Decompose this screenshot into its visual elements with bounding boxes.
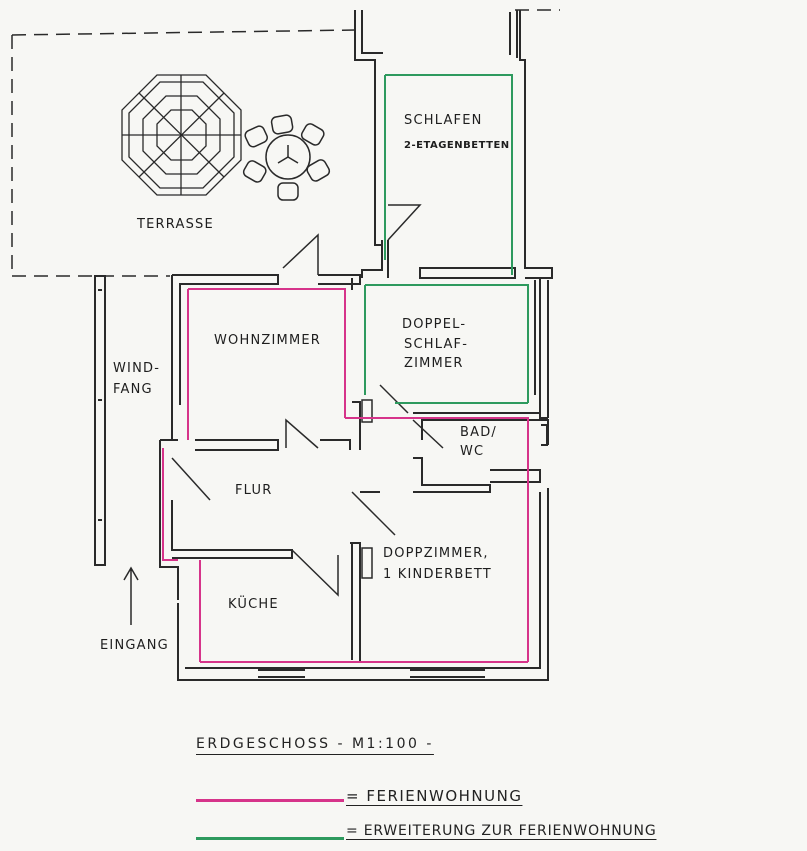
ferienwohnung-outline <box>162 288 529 663</box>
room-label-terrasse: TERRASSE <box>137 217 214 232</box>
walls <box>94 10 553 681</box>
room-label-doppzimmer-1: DOPPZIMMER, <box>383 546 489 561</box>
room-label-flur: FLUR <box>235 483 273 498</box>
room-label-windfang-2: FANG <box>113 382 153 397</box>
room-label-doppelschlafzimmer-1: DOPPEL- <box>402 317 467 332</box>
legend-text-ferienwohnung: = FERIENWOHNUNG <box>346 787 523 805</box>
room-label-schlafen-sub: 2-ETAGENBETTEN <box>404 140 510 151</box>
room-label-bad-1: BAD/ <box>460 425 498 440</box>
legend-swatch-erweiterung <box>196 837 344 840</box>
umbrella-icon <box>121 74 242 196</box>
plan-title: ERDGESCHOSS - M1:100 - <box>196 736 434 752</box>
room-label-wohnzimmer: WOHNZIMMER <box>214 333 322 348</box>
label-eingang: EINGANG <box>100 638 169 653</box>
room-label-doppelschlafzimmer-2: SCHLAF- <box>404 337 469 352</box>
legend-swatch-ferienwohnung <box>196 799 344 802</box>
room-label-windfang-1: WIND- <box>113 361 161 376</box>
room-label-doppelschlafzimmer-3: ZIMMER <box>404 356 464 371</box>
room-label-doppzimmer-2: 1 KINDERBETT <box>383 567 492 582</box>
erweiterung-outline <box>364 74 529 404</box>
terrace-outline <box>11 9 560 277</box>
terrace-table-icon <box>242 114 331 201</box>
legend-text-erweiterung: = ERWEITERUNG ZUR FERIENWOHNUNG <box>346 823 657 839</box>
room-label-kueche: KÜCHE <box>228 597 279 612</box>
room-label-schlafen: SCHLAFEN <box>404 113 483 128</box>
room-label-bad-2: WC <box>460 444 485 459</box>
doors <box>123 204 444 625</box>
